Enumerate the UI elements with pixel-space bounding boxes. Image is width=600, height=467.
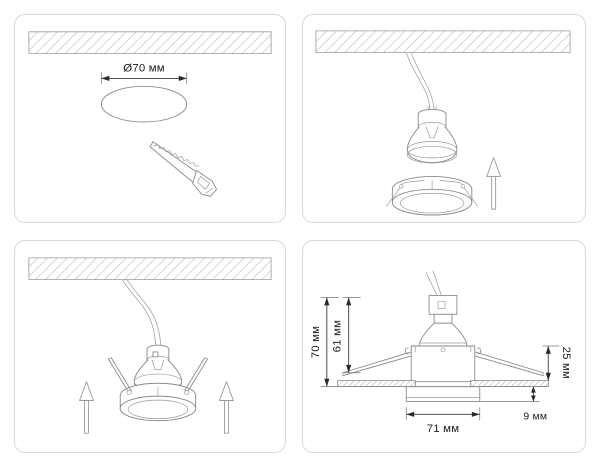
dimension-body-height bbox=[343, 297, 361, 372]
body-height-label: 61 мм bbox=[332, 320, 344, 352]
trim-thickness-label: 9 мм bbox=[523, 411, 547, 422]
up-arrow-icon bbox=[487, 158, 501, 210]
ceiling-hatch-band bbox=[316, 31, 570, 53]
dimension-outer-diameter bbox=[406, 407, 479, 420]
assembled-fixture bbox=[108, 345, 207, 420]
panel-step-3 bbox=[14, 240, 286, 453]
ceiling-hatch-band bbox=[29, 32, 271, 54]
panel-step-2 bbox=[302, 14, 586, 223]
cross-section bbox=[338, 295, 549, 401]
power-wire bbox=[122, 280, 161, 348]
hole-diameter-label: Ø70 мм bbox=[123, 62, 165, 74]
clip-height-label: 25 мм bbox=[560, 347, 572, 379]
power-wire bbox=[406, 53, 434, 111]
power-wire bbox=[426, 271, 442, 298]
up-arrow-right-icon bbox=[219, 382, 233, 434]
dimension-trim-thickness bbox=[480, 387, 540, 402]
fixture-housing-ring bbox=[386, 176, 477, 215]
lamp-bulb bbox=[407, 106, 457, 163]
panel-step-4-dimensions: 70 мм 61 мм 25 мм bbox=[302, 240, 586, 453]
panel-step-1: Ø70 мм bbox=[14, 14, 286, 223]
cut-hole-ellipse bbox=[101, 86, 186, 122]
ceiling-hatch-band bbox=[29, 258, 271, 280]
up-arrow-left-icon bbox=[80, 382, 94, 434]
total-height-label: 70 мм bbox=[310, 326, 322, 358]
hand-saw-icon bbox=[150, 142, 217, 196]
outer-diameter-label: 71 мм bbox=[427, 423, 460, 435]
dimension-total-height bbox=[321, 297, 339, 386]
diameter-dimension bbox=[101, 72, 186, 84]
dimension-clip-height bbox=[542, 346, 559, 381]
